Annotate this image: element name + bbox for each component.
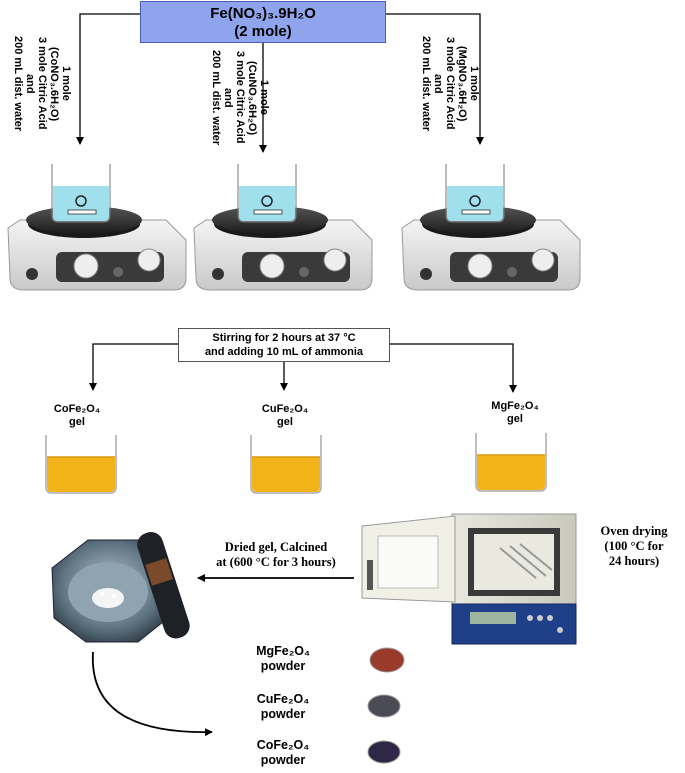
calcination-line-2: at (600 °C for 3 hours) xyxy=(216,555,336,569)
branch-co-line-1: 1 mole xyxy=(60,66,72,102)
precursor-box: Fe(NO₃)₃.9H₂O (2 mole) xyxy=(140,1,386,43)
gel-co-name: CoFe₂O₄ xyxy=(53,403,101,415)
powder-cu-suffix: powder xyxy=(260,707,306,721)
branch-cu-line-3: 3 mole Citric Acid xyxy=(234,51,246,144)
powder-mg-suffix: powder xyxy=(260,659,306,673)
powder-co-name: CoFe₂O₄ xyxy=(256,738,310,752)
branch-cu-line-1: 1 mole xyxy=(258,80,270,116)
oven-line-1: Oven drying xyxy=(600,524,668,538)
hotplate-stirrer-2 xyxy=(193,164,373,291)
oven-line-2: (100 °C for xyxy=(604,539,664,553)
branch-label-mg: 1 mole (MgNO₃.6H₂O) 3 mole Citric Acid a… xyxy=(420,36,480,131)
hotplate-stirrer-3 xyxy=(401,164,581,291)
branch-mg-line-1: 1 mole xyxy=(468,66,480,102)
branch-cu-line-4: and xyxy=(222,87,234,108)
drying-oven xyxy=(361,513,577,645)
gel-co-suffix: gel xyxy=(69,416,85,428)
gel-mg-suffix: gel xyxy=(507,413,523,425)
powder-label-co: CoFe₂O₄ powder xyxy=(238,738,328,768)
branch-mg-line-3: 3 mole Citric Acid xyxy=(444,37,456,130)
branch-label-cu: 1 mole (CuNO₃.6H₂O) 3 mole Citric Acid a… xyxy=(210,50,270,145)
branch-label-co: 1 mole (CoNO₃.6H₂O) 3 mole Citric Acid a… xyxy=(12,36,72,131)
branch-co-line-5: 200 mL dist. water xyxy=(12,36,24,132)
gel-beaker-2 xyxy=(250,435,322,494)
precursor-amount: (2 mole) xyxy=(234,23,292,40)
powder-mg-name: MgFe₂O₄ xyxy=(256,644,310,658)
stirring-line-1: Stirring for 2 hours at 37 °C xyxy=(212,332,356,344)
calcination-line-1: Dried gel, Calcined xyxy=(224,540,328,554)
gel-beaker-3 xyxy=(475,433,547,492)
oven-drying-label: Oven drying (100 °C for 24 hours) xyxy=(586,524,682,569)
mortar-pestle xyxy=(51,532,190,643)
powder-disc-mgfe2o4 xyxy=(369,647,405,673)
branch-cu-line-2: (CuNO₃.6H₂O) xyxy=(246,60,258,135)
gel-cu-suffix: gel xyxy=(277,416,293,428)
hotplate-stirrer-1 xyxy=(7,164,187,291)
top-connectors xyxy=(76,13,484,153)
gel-mg-name: MgFe₂O₄ xyxy=(491,400,539,412)
powder-cu-name: CuFe₂O₄ xyxy=(256,692,310,706)
powder-label-cu: CuFe₂O₄ powder xyxy=(238,692,328,722)
stirring-step-box: Stirring for 2 hours at 37 °C and adding… xyxy=(178,328,390,362)
branch-mg-line-2: (MgNO₃.6H₂O) xyxy=(456,45,468,122)
gel-label-co: CoFe₂O₄ gel xyxy=(42,403,112,429)
oven-line-3: 24 hours) xyxy=(608,554,660,568)
gel-beaker-1 xyxy=(45,435,117,494)
powder-label-mg: MgFe₂O₄ powder xyxy=(238,644,328,674)
powder-arrow xyxy=(92,651,213,737)
branch-mg-line-5: 200 mL dist. water xyxy=(420,36,432,132)
powder-disc-cufe2o4 xyxy=(367,694,401,718)
branch-cu-line-5: 200 mL dist. water xyxy=(210,50,222,146)
powder-disc-cofe2o4 xyxy=(367,740,401,764)
stirring-line-2: and adding 10 mL of ammonia xyxy=(204,346,364,358)
branch-mg-line-4: and xyxy=(432,73,444,94)
precursor-formula: Fe(NO₃)₃.9H₂O xyxy=(210,5,316,22)
gel-label-mg: MgFe₂O₄ gel xyxy=(480,400,550,426)
gel-cu-name: CuFe₂O₄ xyxy=(261,403,309,415)
stirring-connectors xyxy=(89,343,517,393)
gel-label-cu: CuFe₂O₄ gel xyxy=(250,403,320,429)
branch-co-line-2: (CoNO₃.6H₂O) xyxy=(48,46,60,121)
branch-co-line-3: 3 mole Citric Acid xyxy=(36,37,48,130)
powder-samples xyxy=(367,647,405,764)
powder-co-suffix: powder xyxy=(260,753,306,767)
branch-co-line-4: and xyxy=(24,73,36,94)
calcination-label: Dried gel, Calcined at (600 °C for 3 hou… xyxy=(196,540,356,570)
